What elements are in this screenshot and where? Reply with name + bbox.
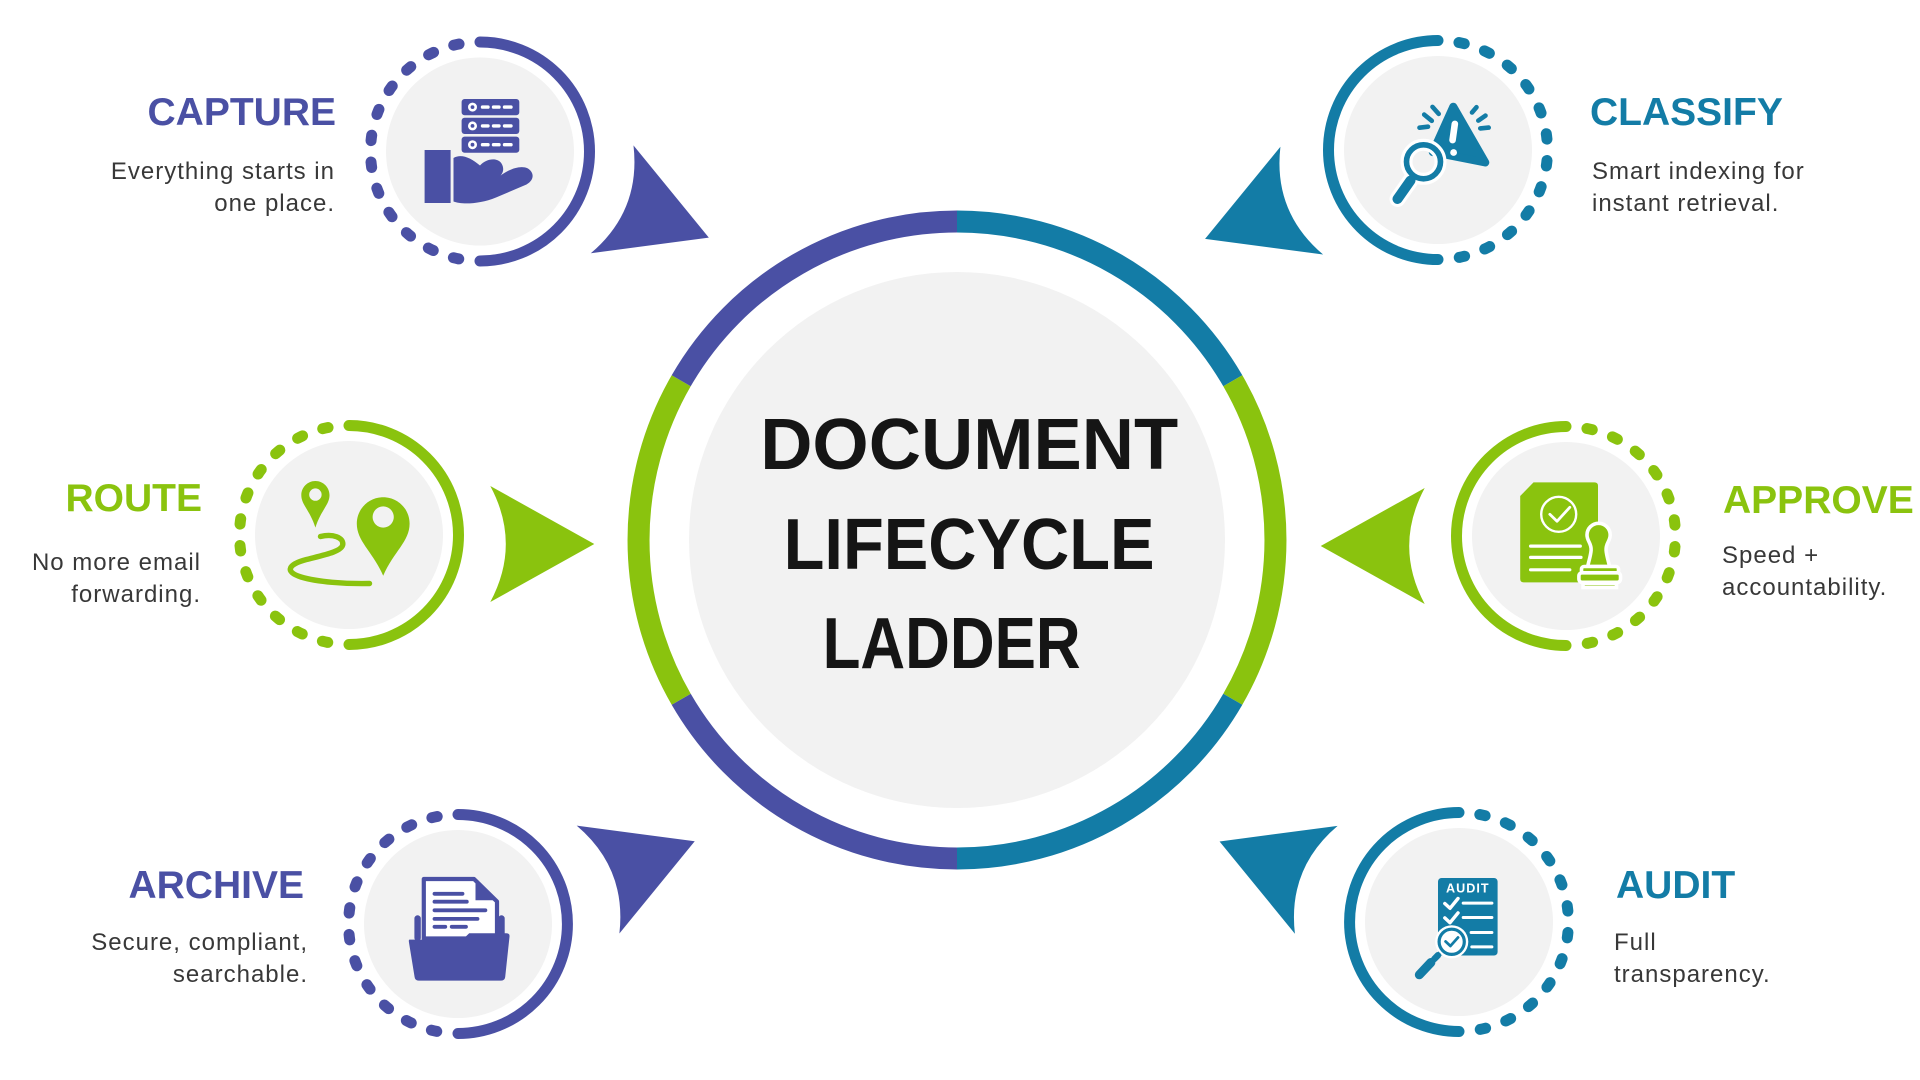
svg-text:LIFECYCLE: LIFECYCLE	[784, 504, 1155, 585]
svg-text:DOCUMENT: DOCUMENT	[760, 404, 1178, 485]
svg-text:LADDER: LADDER	[823, 603, 1081, 684]
svg-text:AUDIT: AUDIT	[1446, 882, 1489, 896]
